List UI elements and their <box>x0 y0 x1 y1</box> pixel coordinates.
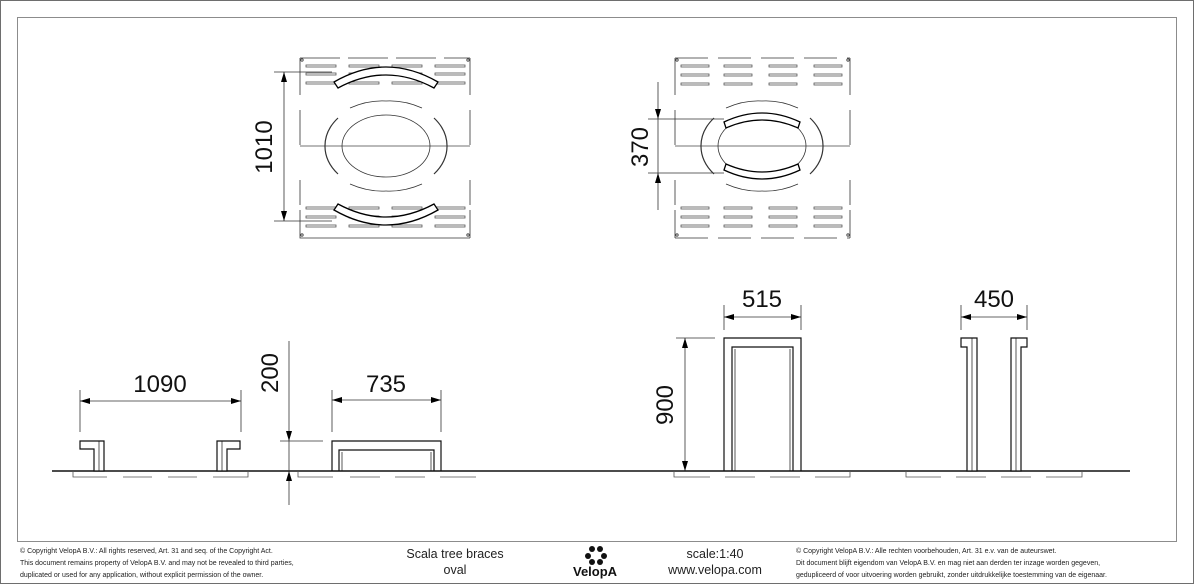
dimension-label-900: 900 <box>652 385 679 425</box>
dimension-label-1010: 1010 <box>251 120 278 173</box>
scale-block: scale:1:40 www.velopa.com <box>660 546 770 578</box>
copyright-nl-line-2: Dit document blijft eigendom van VelopA … <box>796 560 1101 567</box>
frame-side-view <box>960 337 1028 472</box>
scale-label: scale:1:40 <box>686 547 744 561</box>
copyright-en-line-3: duplicated or used for any application, … <box>20 572 264 579</box>
dimension-label-450: 450 <box>974 286 1014 313</box>
plan-view-left <box>299 57 471 239</box>
dimension-515 <box>723 305 802 330</box>
website-link[interactable]: www.velopa.com <box>668 563 762 577</box>
dimension-label-370: 370 <box>627 127 654 167</box>
dimension-label-200: 200 <box>257 353 284 393</box>
bench-side-view <box>79 440 241 472</box>
dimension-735 <box>331 390 442 432</box>
dimension-200 <box>280 341 323 505</box>
foundation-dashes <box>72 471 1083 478</box>
dimension-900 <box>676 337 715 471</box>
copyright-english: © Copyright VelopA B.V.: All rights rese… <box>20 546 294 582</box>
drawing-title-block: Scala tree braces oval <box>395 546 515 578</box>
dimension-label-1090: 1090 <box>133 371 186 398</box>
dimension-1010 <box>274 71 332 222</box>
copyright-en-line-2: This document remains property of VelopA… <box>20 560 294 567</box>
copyright-en-line-1: © Copyright VelopA B.V.: All rights rese… <box>20 548 273 555</box>
drawing-title: Scala tree braces <box>406 547 504 561</box>
dimension-label-515: 515 <box>742 286 782 313</box>
dimension-label-735: 735 <box>366 371 406 398</box>
dimension-450 <box>960 305 1028 330</box>
bench-front-view <box>331 440 442 471</box>
frame-front-view <box>723 337 802 471</box>
dimension-370 <box>648 82 724 210</box>
copyright-nl-line-1: © Copyright VelopA B.V.: Alle rechten vo… <box>796 548 1057 555</box>
copyright-nl-line-3: gedupliceerd of voor uitvoering worden g… <box>796 572 1107 579</box>
plan-view-right <box>674 57 851 239</box>
copyright-dutch: © Copyright VelopA B.V.: Alle rechten vo… <box>796 546 1107 582</box>
dimension-1090 <box>79 390 242 432</box>
velopa-logo-icon <box>585 546 607 565</box>
drawing-frame <box>17 17 1177 542</box>
velopa-logo-text: VelopA <box>573 564 618 579</box>
drawing-subtitle: oval <box>443 563 467 577</box>
